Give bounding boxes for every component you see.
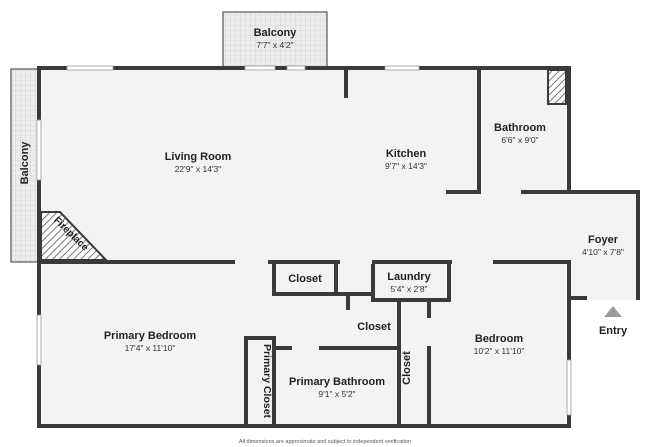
balcony-top-area (222, 11, 328, 69)
kitchen-dims: 9'7" x 14'3" (385, 161, 427, 171)
entry-arrow-icon (604, 306, 622, 317)
primary-bedroom-name: Primary Bedroom (104, 330, 197, 342)
balcony-left-name: Balcony (19, 141, 31, 185)
primary-bathroom-name: Primary Bathroom (289, 376, 385, 388)
door-openings (235, 190, 636, 350)
living-room-dims: 22'9" x 14'3" (175, 164, 222, 174)
living-room-name: Living Room (165, 151, 232, 163)
balcony-left-area (10, 68, 40, 263)
balcony-top-name: Balcony (254, 27, 298, 39)
entry-label: Entry (599, 325, 628, 337)
primary-bedroom-dims: 17'4" x 11'10" (125, 343, 176, 353)
primary-closet-name: Primary Closet (261, 344, 273, 419)
closet-b-name: Closet (357, 321, 391, 333)
bedroom-dims: 10'2" x 11'10" (474, 346, 525, 356)
foyer-name: Foyer (588, 234, 619, 246)
disclaimer-text: All dimensions are approximate and subje… (239, 439, 411, 445)
bathroom-name: Bathroom (494, 122, 546, 134)
floor-areas (39, 68, 638, 426)
laundry-name: Laundry (387, 271, 431, 283)
balcony-top-dims: 7'7" x 4'2" (256, 40, 293, 50)
foyer-dims: 4'10" x 7'8" (582, 247, 624, 257)
bedroom-name: Bedroom (475, 333, 524, 345)
kitchen-name: Kitchen (386, 148, 427, 160)
closet-c-name: Closet (401, 351, 413, 385)
bathroom-dims: 6'6" x 9'0" (501, 135, 538, 145)
windows (36, 65, 572, 416)
laundry-dims: 5'4" x 2'8" (390, 284, 427, 294)
closet-a-name: Closet (288, 273, 322, 285)
primary-bathroom-dims: 9'1" x 5'2" (318, 389, 355, 399)
